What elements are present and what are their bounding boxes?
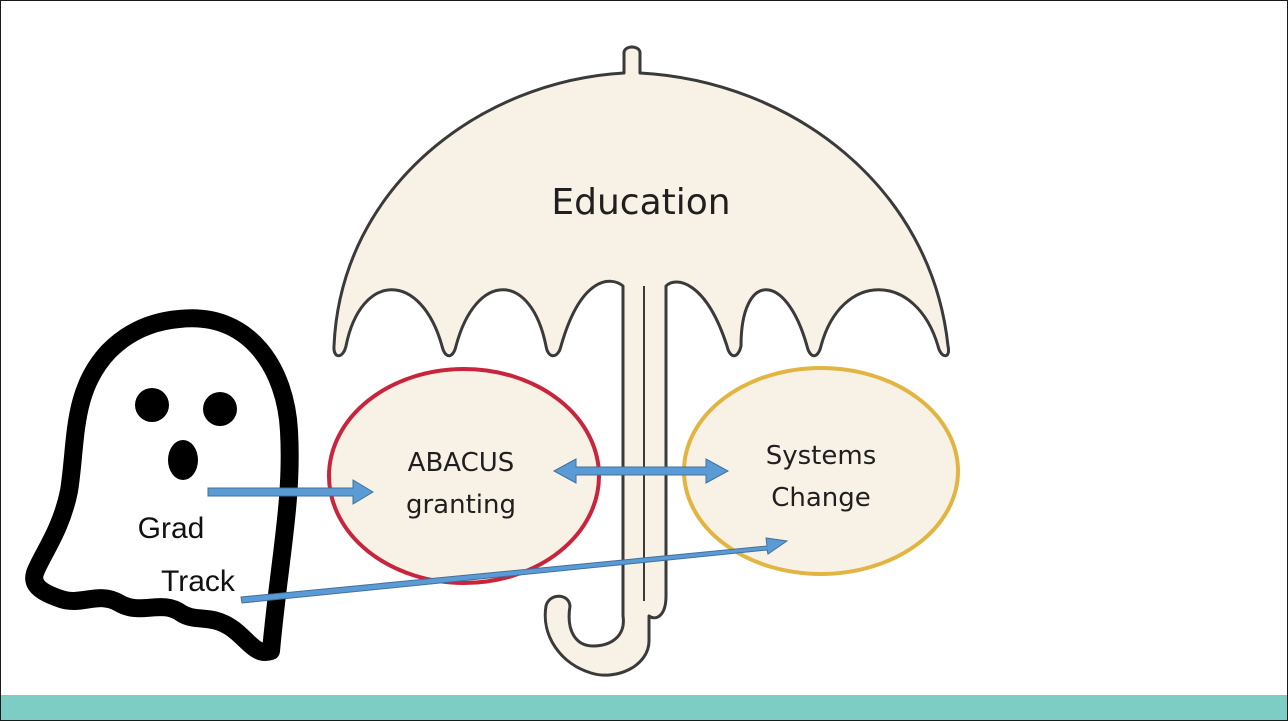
abacus-label-line2: granting xyxy=(406,490,516,520)
arrow-grad-to-abacus xyxy=(207,479,374,505)
abacus-granting-circle xyxy=(327,367,601,585)
ghost-left-eye xyxy=(135,388,169,422)
ghost-right-eye xyxy=(203,392,237,426)
arrow-track-to-systems xyxy=(240,537,789,604)
umbrella-label: Education xyxy=(551,182,730,223)
umbrella xyxy=(332,45,951,677)
double-arrow xyxy=(552,458,730,484)
ghost-label-line1: Grad xyxy=(138,512,205,545)
systems-label-line1: Systems xyxy=(766,441,877,471)
abacus-label-line1: ABACUS xyxy=(408,448,515,478)
footer-band xyxy=(1,695,1287,720)
umbrella-canopy xyxy=(332,45,951,677)
ghost-mouth xyxy=(168,440,198,480)
ghost-label-line2: Track xyxy=(161,565,236,598)
ghost-figure xyxy=(25,309,299,661)
systems-label-line2: Change xyxy=(771,483,871,513)
